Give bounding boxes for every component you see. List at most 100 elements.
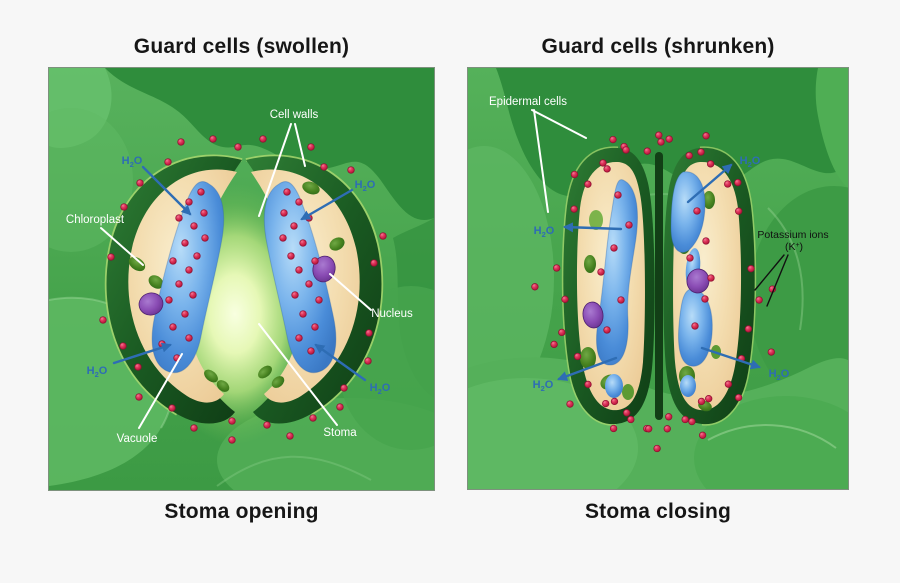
potassium-ion-dot (107, 253, 115, 261)
potassium-ion-dot (747, 265, 755, 273)
potassium-ion-dot (705, 395, 713, 403)
right-guard-cell (246, 156, 382, 424)
chloroplast (589, 210, 603, 230)
potassium-ion-dot (693, 207, 701, 215)
label-potassium-ions: Potassium ions (757, 229, 828, 241)
potassium-ion-dot (169, 257, 177, 265)
h2o-label: H2O (534, 225, 555, 239)
chloroplast (580, 347, 596, 369)
potassium-ion-dot (609, 424, 618, 433)
potassium-ion-dot (299, 310, 307, 318)
label-vacuole: Vacuole (117, 433, 158, 445)
potassium-ion-dot (228, 417, 236, 425)
potassium-ion-dot (315, 296, 323, 304)
potassium-ion-dot (603, 165, 611, 173)
potassium-ion-dot (707, 274, 715, 282)
potassium-ions-in-cell (597, 191, 715, 334)
potassium-ion-dot (691, 322, 699, 330)
potassium-ion-dot (280, 209, 288, 217)
potassium-ion-dot (309, 414, 317, 422)
potassium-ion-dot (185, 334, 193, 342)
potassium-ion-dot (99, 316, 107, 324)
potassium-ion-dot (136, 179, 144, 187)
potassium-ion-dot (724, 380, 733, 388)
potassium-ion-dot (663, 425, 671, 433)
potassium-ion-dot (307, 347, 315, 355)
left-figure-caption: Stoma opening (164, 500, 319, 523)
vacuole (680, 375, 696, 397)
potassium-ion-dot (311, 257, 319, 265)
potassium-ion-dot (290, 222, 298, 230)
potassium-ion-dot (681, 415, 689, 424)
potassium-ion-dot (553, 264, 561, 272)
h2o-label: H2O (122, 155, 143, 169)
potassium-ion-dot (311, 323, 319, 331)
potassium-ion-dot (283, 188, 291, 196)
potassium-ion-dot (665, 413, 673, 421)
potassium-ion-dot (755, 296, 763, 304)
potassium-ion-dot (767, 348, 775, 356)
potassium-ion-dot (175, 280, 183, 288)
potassium-ion-dot (228, 436, 236, 444)
h2o-label: H2O (533, 379, 554, 393)
right-figure-title: Guard cells (shrunken) (541, 35, 775, 58)
potassium-ion-dot (697, 397, 706, 406)
chloroplast (329, 237, 345, 251)
potassium-ion-dot (336, 403, 344, 411)
stoma-open-diagram: Cell walls Chloroplast Nucleus Vacuole S… (49, 68, 434, 490)
chloroplast (128, 256, 146, 272)
potassium-ion-dot (701, 295, 709, 303)
potassium-ion-dot (164, 158, 172, 166)
potassium-ion-dot (370, 259, 378, 267)
potassium-ion-dot (168, 404, 176, 412)
chloroplast (703, 191, 715, 209)
potassium-ion-dot (573, 352, 582, 361)
potassium-ion-dot (597, 268, 605, 276)
potassium-ion-dot (201, 234, 209, 242)
potassium-ion-dot (734, 393, 743, 402)
potassium-ion-dot (610, 397, 619, 406)
potassium-ion-dot (686, 254, 694, 262)
potassium-ion-dot (698, 431, 707, 439)
potassium-ion-dot (287, 252, 295, 260)
right-guard-cell (663, 147, 755, 425)
potassium-ion-dot (702, 132, 710, 140)
potassium-ion-dot (197, 188, 205, 196)
potassium-ion-dot (599, 159, 607, 167)
label-chloroplast: Chloroplast (66, 214, 125, 226)
potassium-ion-dot (558, 328, 566, 337)
chloroplast (216, 380, 230, 392)
potassium-ion-dot (645, 425, 653, 433)
stoma-closed-panel: Epidermal cells Potassium ions (K+) H2O … (467, 67, 849, 490)
left-guard-cell (563, 147, 655, 425)
potassium-ion-dot (193, 252, 201, 260)
nucleus (312, 255, 336, 283)
potassium-ion-dot (603, 326, 611, 334)
nucleus (582, 301, 604, 329)
potassium-ion-dot (119, 342, 127, 350)
potassium-ion-dot (190, 424, 198, 432)
potassium-ion-dot (702, 237, 710, 245)
h2o-label: H2O (740, 155, 761, 169)
water-arrows (557, 163, 761, 381)
nucleus (686, 268, 710, 294)
potassium-ion-dot (200, 209, 208, 217)
potassium-ion-dot (209, 135, 217, 143)
chloroplast (148, 275, 164, 289)
h2o-label: H2O (769, 368, 790, 382)
potassium-ion-dot (706, 160, 715, 168)
potassium-ion-dot (305, 280, 313, 288)
potassium-ion-dot (688, 417, 696, 426)
potassium-ion-dot (181, 310, 189, 318)
potassium-ion-dot (134, 363, 142, 371)
potassium-leader-lines (754, 254, 789, 307)
potassium-ion-dot (185, 266, 193, 274)
right-figure-caption: Stoma closing (584, 500, 732, 523)
potassium-ion-dot (627, 415, 635, 424)
label-leader-lines (100, 123, 372, 429)
potassium-ion-dot (570, 170, 579, 179)
chloroplast (584, 255, 596, 273)
potassium-ion-dot (566, 400, 574, 408)
potassium-ion-dot (602, 399, 610, 408)
